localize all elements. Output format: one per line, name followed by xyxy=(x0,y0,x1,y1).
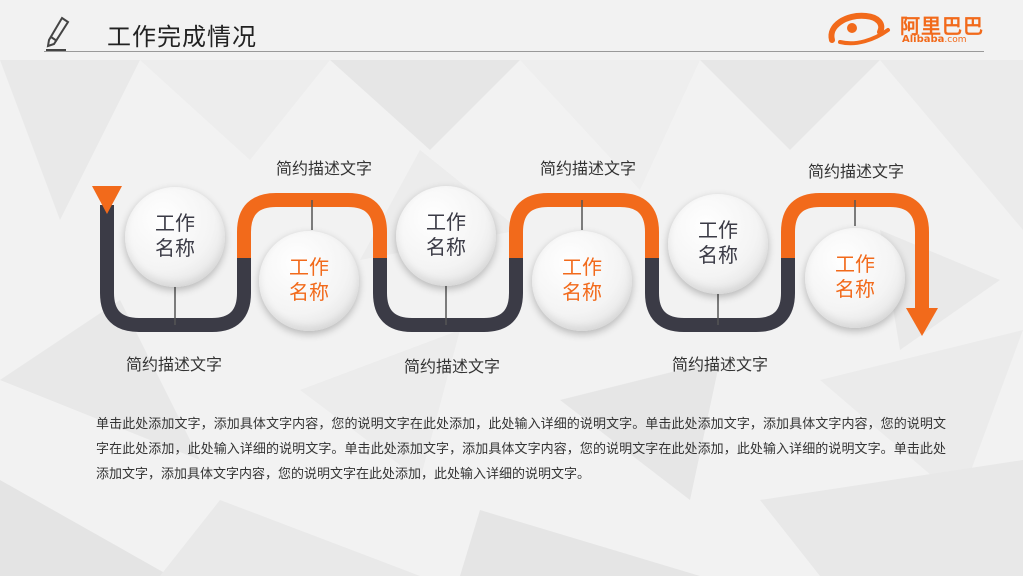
step-4-description: 简约描述文字 xyxy=(539,159,636,178)
alibaba-smile-icon xyxy=(828,12,890,46)
end-arrow-icon xyxy=(906,308,938,336)
step-6-description: 简约描述文字 xyxy=(807,162,904,181)
logo-chinese-text: 阿里巴巴 xyxy=(900,14,984,38)
logo-english-main: Alibaba xyxy=(902,34,945,45)
step-6-label: 工作名称 xyxy=(835,252,875,301)
step-1-label: 工作名称 xyxy=(155,211,195,260)
step-3-label: 工作名称 xyxy=(426,210,466,259)
step-3-description: 简约描述文字 xyxy=(403,357,500,376)
pencil-icon xyxy=(46,16,70,51)
logo-english-suffix: .com xyxy=(944,35,967,45)
step-2-label: 工作名称 xyxy=(289,255,329,304)
step-4-circle: 工作名称 xyxy=(532,231,632,331)
title-divider xyxy=(44,51,984,52)
step-3-circle: 工作名称 xyxy=(396,186,496,286)
step-1-description: 简约描述文字 xyxy=(125,355,222,374)
start-arrow-icon xyxy=(92,186,122,214)
body-paragraph: 单击此处添加文字，添加具体文字内容，您的说明文字在此处添加，此处输入详细的说明文… xyxy=(96,417,946,482)
step-5-label: 工作名称 xyxy=(698,218,738,267)
step-4-label: 工作名称 xyxy=(562,255,602,304)
step-5-circle: 工作名称 xyxy=(668,194,768,294)
step-5-description: 简约描述文字 xyxy=(671,355,768,374)
logo-english-text: Alibaba.com xyxy=(902,34,967,45)
alibaba-logo: 阿里巴巴 Alibaba.com xyxy=(826,6,991,50)
step-6-circle: 工作名称 xyxy=(805,228,905,328)
page-title: 工作完成情况 xyxy=(107,23,257,51)
step-1-circle: 工作名称 xyxy=(125,187,225,287)
step-2-circle: 工作名称 xyxy=(259,231,359,331)
step-2-description: 简约描述文字 xyxy=(275,159,372,178)
